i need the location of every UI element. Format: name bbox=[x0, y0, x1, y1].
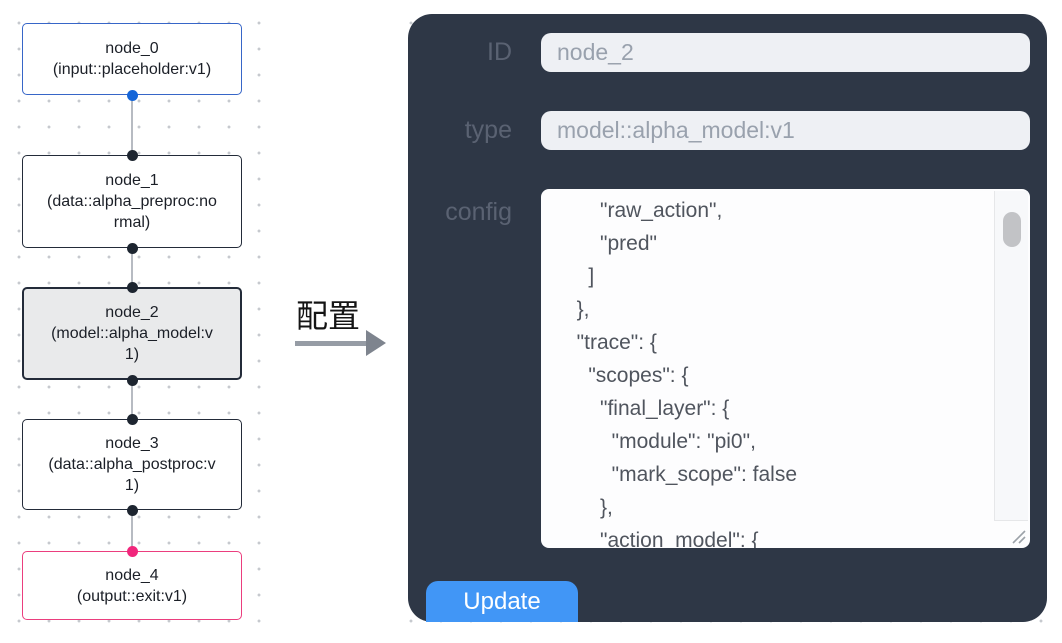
config-textarea[interactable]: "raw_action", "pred" ] }, "trace": { "sc… bbox=[541, 189, 1030, 548]
edge-node_1-node_2 bbox=[131, 248, 133, 287]
type-field-label: type bbox=[464, 116, 512, 144]
update-button[interactable]: Update bbox=[426, 581, 578, 622]
handle-node_3-target[interactable] bbox=[127, 414, 138, 425]
handle-node_1-target[interactable] bbox=[127, 150, 138, 161]
handle-node_4-target[interactable] bbox=[127, 546, 138, 557]
id-input[interactable] bbox=[541, 33, 1030, 72]
node-label: node_3 bbox=[105, 435, 159, 452]
node-text: node_4 (output::exit:v1) bbox=[46, 565, 218, 607]
node-type: (input::placeholder:v1) bbox=[52, 61, 212, 78]
edge-node_2-node_3 bbox=[131, 380, 133, 419]
flow-node-node_3[interactable]: node_3 (data::alpha_postproc:v1) bbox=[22, 419, 242, 510]
config-json-text: "raw_action", "pred" ] }, "trace": { "sc… bbox=[576, 199, 797, 548]
node-type: (output::exit:v1) bbox=[76, 587, 188, 605]
node-type: (data::alpha_postproc:v1) bbox=[48, 456, 216, 494]
node-label: node_1 bbox=[105, 172, 159, 189]
handle-node_0-source[interactable] bbox=[127, 90, 138, 101]
handle-node_2-source[interactable] bbox=[127, 375, 138, 386]
type-input[interactable] bbox=[541, 111, 1030, 150]
node-label: node_4 bbox=[105, 566, 159, 584]
scrollbar-thumb[interactable] bbox=[1003, 212, 1021, 247]
flow-node-node_4[interactable]: node_4 (output::exit:v1) bbox=[22, 551, 242, 620]
flow-node-node_2[interactable]: node_2 (model::alpha_model:v1) bbox=[22, 287, 242, 380]
node-text: node_2 (model::alpha_model:v1) bbox=[46, 302, 218, 365]
flow-node-node_1[interactable]: node_1 (data::alpha_preproc:normal) bbox=[22, 155, 242, 248]
node-type: (model::alpha_model:v1) bbox=[51, 325, 213, 363]
node-text: node_1 (data::alpha_preproc:normal) bbox=[46, 170, 218, 233]
flow-node-node_0[interactable]: node_0 (input::placeholder:v1) bbox=[22, 23, 242, 95]
flow-canvas: node_0 (input::placeholder:v1) node_1 (d… bbox=[0, 0, 268, 643]
resize-grip-icon[interactable] bbox=[1009, 527, 1027, 545]
node-text: node_3 (data::alpha_postproc:v1) bbox=[46, 433, 218, 496]
id-field-label: ID bbox=[487, 38, 512, 66]
handle-node_2-target[interactable] bbox=[127, 282, 138, 293]
node-type: (data::alpha_preproc:normal) bbox=[47, 193, 217, 231]
handle-node_3-source[interactable] bbox=[127, 505, 138, 516]
arrow-right-icon bbox=[366, 330, 386, 356]
scrollbar-track[interactable] bbox=[994, 191, 1028, 521]
arrow-line bbox=[295, 341, 368, 346]
node-label: node_2 bbox=[105, 304, 159, 321]
handle-node_1-source[interactable] bbox=[127, 243, 138, 254]
edge-node_0-node_1 bbox=[131, 95, 133, 155]
config-arrow-label: 配置 bbox=[296, 298, 361, 334]
config-field-label: config bbox=[445, 198, 512, 226]
node-config-panel: ID type config "raw_action", "pred" ] },… bbox=[408, 14, 1047, 622]
edge-node_3-node_4 bbox=[131, 510, 133, 551]
node-text: node_0 (input::placeholder:v1) bbox=[46, 38, 218, 80]
node-label: node_0 bbox=[105, 40, 159, 57]
